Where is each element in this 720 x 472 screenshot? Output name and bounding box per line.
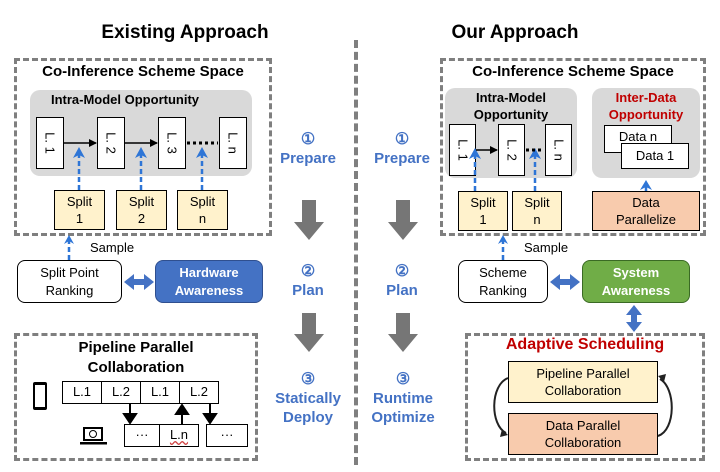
arrowhead [529,148,541,159]
pipeline-down-arrow [122,413,138,425]
existing-scheme-space [14,58,272,236]
data-item-1: Data 1 [621,143,689,169]
laptop-icon [80,427,107,445]
cycle-arrow-down [493,377,509,434]
ours-layer-1: L. 1 [449,124,476,176]
device-row-cell: L.2 [101,381,141,404]
existing-layer-n: L. n [219,117,247,169]
smartphone-icon [33,382,47,410]
existing-layer-3: L. 3 [158,117,186,169]
existing-sample-label: Sample [90,240,135,255]
ours-scheme-space-title: Co-Inference Scheme Space [472,63,674,80]
existing-approach-title: Existing Approach [101,22,269,43]
existing-scheme-space-title: Co-Inference Scheme Space [42,63,244,80]
existing-layer-2: L. 2 [97,117,125,169]
arrowhead [196,147,208,158]
bidirectional-arrow [124,274,154,290]
our-approach-title: Our Approach [451,22,579,43]
ours-scheme-space [440,58,706,236]
cycle-arrow-up [657,378,673,437]
edge-row-cell: ··· [124,424,160,447]
device-row-cell: L.1 [140,381,180,404]
ours-sample-label: Sample [524,240,569,255]
ours-layer-n: L. n [545,124,572,176]
adaptive-scheduling-title: Adaptive Scheduling [505,336,665,353]
bidirectional-arrow [550,274,580,290]
arrowhead [64,235,74,244]
arrowhead [135,147,147,158]
arrowhead [498,235,508,244]
step-down-arrow [388,313,418,352]
ours-layer-2: L. 2 [498,124,525,176]
arrowhead [73,147,85,158]
step-down-arrow [388,200,418,240]
device-row-cell: L.2 [179,381,219,404]
arrowhead [469,148,481,159]
device-row-cell: L.1 [62,381,102,404]
center-divider [354,40,358,465]
existing-layer-1: L. 1 [36,117,64,169]
edge-row-cell: ··· [206,424,248,447]
vertical-bidirectional-arrow [626,305,642,332]
pipeline-collaboration-box [14,333,258,461]
existing-intra-model-title: Intra-Model Opportunity [50,92,200,107]
step-down-arrow [294,313,324,352]
adaptive-scheduling-box [465,333,705,461]
edge-row-cell: L.n [159,424,199,447]
pipeline-down-arrow [202,413,218,425]
pipeline-up-arrow [174,403,190,415]
step-down-arrow [294,200,324,240]
